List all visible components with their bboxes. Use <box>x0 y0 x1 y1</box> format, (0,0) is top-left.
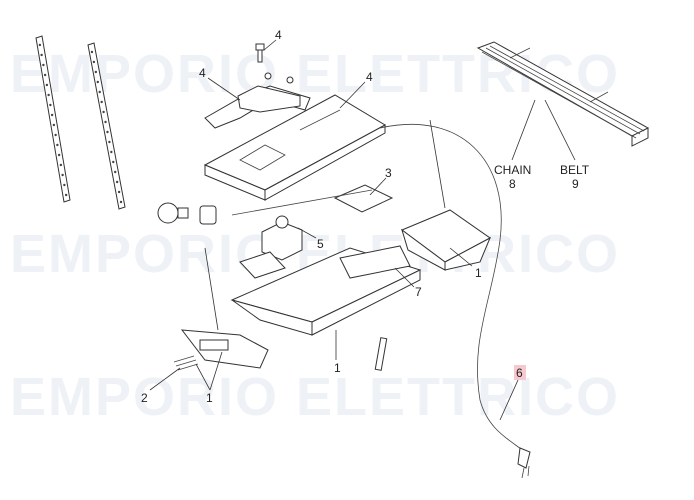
label-bracket: 4 <box>199 66 206 80</box>
label-base-plate: 4 <box>366 70 373 84</box>
rail-hole <box>64 193 68 197</box>
control-board-part <box>231 184 394 216</box>
rail-hole <box>40 53 43 57</box>
assembly-arrows <box>204 119 446 331</box>
rail-hole <box>94 70 98 74</box>
bracket-part <box>204 72 311 129</box>
label-screws: 2 <box>141 391 148 405</box>
rail-hole <box>108 140 111 144</box>
callout-labels: 4 4 4 3 5 1 7 1 2 1 6 CHAIN 8 BELT 9 <box>141 28 590 405</box>
label-transformer: 7 <box>415 285 422 299</box>
rail-hole <box>50 113 54 117</box>
lamp-part <box>157 202 217 225</box>
rail-hole <box>112 160 115 164</box>
rail-hole <box>98 90 101 94</box>
rail-hole <box>54 133 57 137</box>
rail-hole <box>63 183 66 187</box>
watermark: EMPORIO ELETTRICO EMPORIO ELETTRICO EMPO… <box>10 44 620 427</box>
label-motor: 5 <box>317 237 324 251</box>
rail-hole <box>57 153 61 157</box>
rail-hole <box>42 63 45 67</box>
rail-hole <box>100 100 103 104</box>
rail-hole <box>117 190 121 194</box>
rail-hole <box>52 123 56 127</box>
motor-part <box>261 215 303 261</box>
label-top-screw: 4 <box>275 28 282 42</box>
rail-hole <box>114 170 117 174</box>
rail-hole <box>96 80 99 84</box>
rail-hole <box>43 73 47 77</box>
perforated-rail-right <box>87 42 126 210</box>
label-lens: 1 <box>206 391 213 405</box>
label-power-cable: 6 <box>516 366 523 380</box>
leader-lines <box>149 39 576 421</box>
label-chain-name: CHAIN <box>494 163 531 177</box>
perforated-rail-left <box>35 35 71 203</box>
rail-hole <box>90 50 94 54</box>
label-cover-box: 1 <box>475 266 482 280</box>
label-chain-number: 8 <box>509 177 516 191</box>
watermark-text: EMPORIO ELETTRICO <box>10 367 620 427</box>
rail-hole <box>47 93 50 97</box>
base-plate-part <box>203 94 387 201</box>
screw-part <box>374 337 388 371</box>
rail-hole <box>45 83 49 87</box>
cover-box-part <box>400 209 491 271</box>
rail-hole <box>92 60 96 64</box>
rail-hole <box>38 43 42 47</box>
label-belt-number: 9 <box>572 177 579 191</box>
label-board: 3 <box>385 166 392 180</box>
rail-hole <box>49 103 52 107</box>
highlight-box <box>514 365 526 380</box>
rail-hole <box>102 110 105 114</box>
watermark-text: EMPORIO ELETTRICO <box>10 44 620 104</box>
screws-part <box>173 355 199 371</box>
rail-hole <box>104 120 107 124</box>
rail-hole <box>115 180 119 184</box>
housing-part <box>230 245 422 336</box>
label-belt-name: BELT <box>560 163 590 177</box>
rail-hole <box>110 150 113 154</box>
rail-hole <box>59 163 63 167</box>
rail-hole <box>106 130 109 134</box>
lens-part <box>180 329 269 369</box>
rail-hole <box>119 200 123 204</box>
power-cable-part <box>379 123 531 479</box>
label-housing: 1 <box>334 361 341 375</box>
rail-hole <box>61 173 64 177</box>
guide-rail <box>476 41 650 147</box>
rail-hole <box>56 143 59 147</box>
